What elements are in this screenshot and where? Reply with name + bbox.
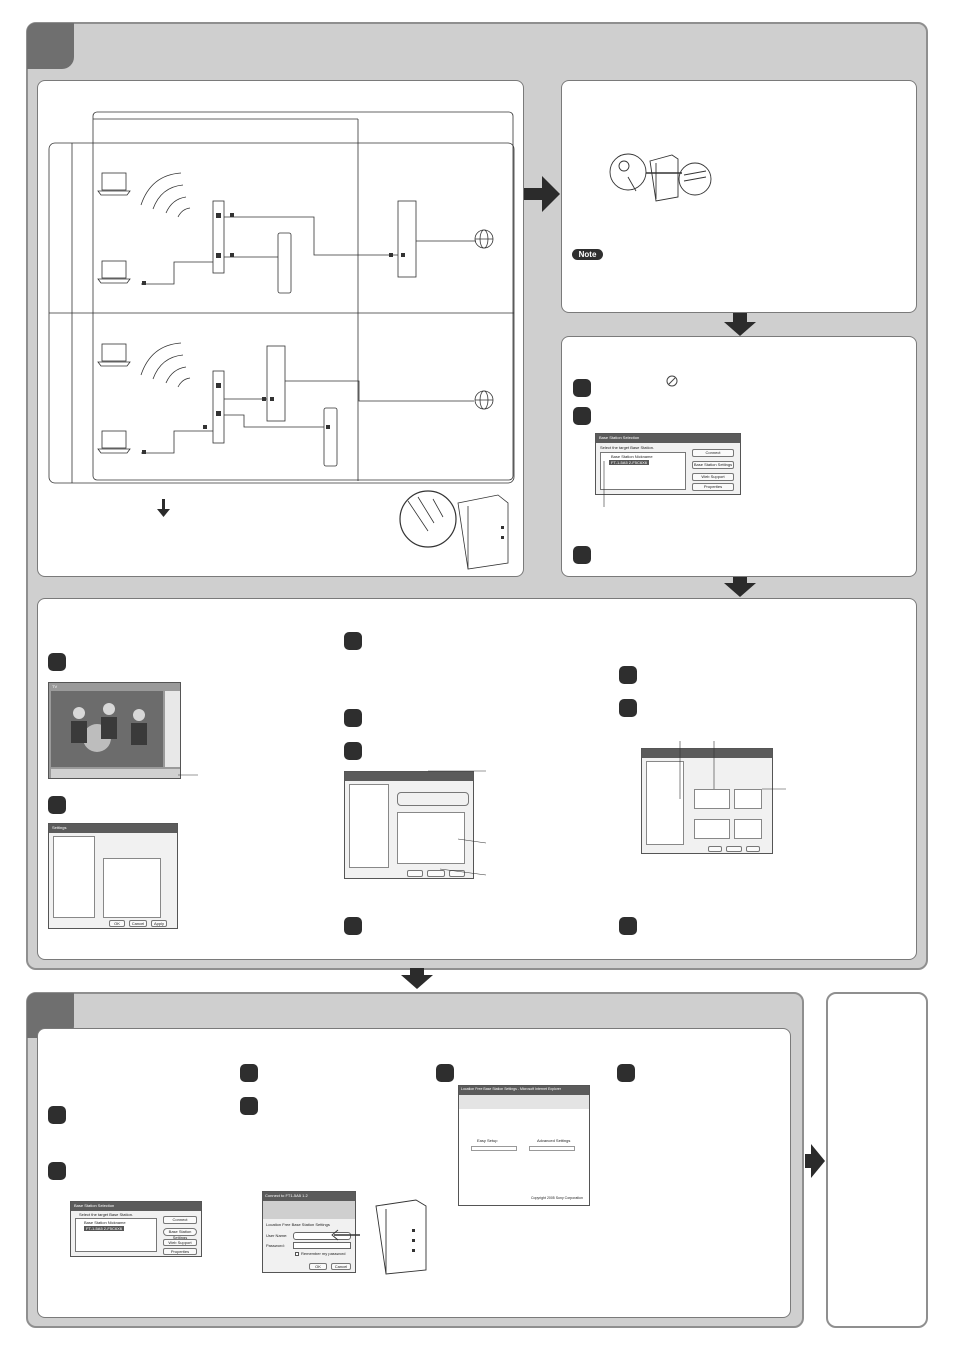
app-icon bbox=[666, 375, 678, 387]
station-list-header: Base Station Nickname bbox=[611, 454, 653, 459]
connection-panel: Note bbox=[561, 80, 917, 313]
ok-button[interactable]: OK bbox=[109, 920, 125, 927]
step-number-3 bbox=[573, 546, 591, 564]
web-support-button-2[interactable]: Web Support bbox=[163, 1239, 197, 1246]
base-station-illustration bbox=[331, 1199, 427, 1275]
apply-button[interactable]: Apply bbox=[151, 920, 167, 927]
dialog-2-title: Base Station Selection bbox=[74, 1203, 115, 1208]
settings-button-2[interactable]: Base Station Settings bbox=[163, 1228, 197, 1240]
step-number-5 bbox=[48, 796, 66, 814]
station-list-item[interactable]: FT-1-5A5 2-F5C6X6 bbox=[609, 460, 650, 465]
connect-dialog-subtitle: Location Free Base Station Settings bbox=[266, 1222, 330, 1227]
tv-player-title: TV bbox=[52, 684, 58, 689]
step-number-13 bbox=[48, 1106, 66, 1124]
step-number-8 bbox=[344, 742, 362, 760]
step-number-15 bbox=[240, 1064, 258, 1082]
browser-title: Location Free Base Station Settings - Mi… bbox=[461, 1087, 561, 1091]
step-number-12 bbox=[619, 917, 637, 935]
section-1-tab bbox=[27, 23, 74, 69]
password-input[interactable] bbox=[293, 1242, 351, 1249]
user-name-label: User Name: bbox=[266, 1233, 288, 1238]
properties-button[interactable]: Properties bbox=[692, 483, 734, 491]
dialog-title: Base Station Selection bbox=[599, 435, 640, 440]
settings-window-3 bbox=[641, 748, 773, 854]
step-number-2 bbox=[573, 407, 591, 425]
settings-window-title: Settings bbox=[52, 825, 67, 830]
settings-window-1: Settings OK Cancel Apply bbox=[48, 823, 178, 929]
step-number-6 bbox=[344, 632, 362, 650]
side-panel bbox=[826, 992, 928, 1328]
network-diagram bbox=[48, 111, 515, 570]
device-illustration bbox=[609, 153, 712, 202]
cancel-button[interactable]: Cancel bbox=[129, 920, 147, 927]
dialog-prompt: Select the target Base Station. bbox=[600, 445, 655, 450]
down-arrow-2 bbox=[721, 577, 759, 599]
step-number-4 bbox=[48, 653, 66, 671]
settings-panel: TV Settings OK Cancel Apply bbox=[37, 598, 917, 960]
connect-dialog: Connect to FT1-5A5 1.2 Location Free Bas… bbox=[262, 1191, 356, 1273]
step-number-1 bbox=[573, 379, 591, 397]
remember-checkbox[interactable] bbox=[295, 1252, 299, 1256]
settings-window-2 bbox=[344, 771, 474, 879]
note-badge: Note bbox=[572, 249, 603, 260]
user-name-input[interactable] bbox=[293, 1232, 351, 1240]
station-list-2-header: Base Station Nickname bbox=[84, 1220, 126, 1225]
station-list-2[interactable]: Base Station Nickname FT-1-5A5 2-F5C6X6 bbox=[75, 1218, 157, 1252]
browser-window: Location Free Base Station Settings - Mi… bbox=[458, 1085, 590, 1206]
station-list-2-item[interactable]: FT-1-5A5 2-F5C6X6 bbox=[84, 1226, 125, 1231]
base-station-dialog: Base Station Selection Select the target… bbox=[595, 433, 741, 495]
step-number-14 bbox=[48, 1162, 66, 1180]
connect-button[interactable]: Connect bbox=[692, 449, 734, 457]
right-arrow bbox=[524, 176, 560, 212]
base-station-settings-button[interactable]: Base Station Settings bbox=[692, 461, 734, 469]
connect-cancel-button[interactable]: Cancel bbox=[331, 1263, 351, 1270]
step-number-16 bbox=[240, 1097, 258, 1115]
base-station-dialog-2: Base Station Selection Select the target… bbox=[70, 1201, 202, 1257]
station-list[interactable]: Base Station Nickname FT-1-5A5 2-F5C6X6 bbox=[600, 452, 686, 490]
connect-button-2[interactable]: Connect bbox=[163, 1216, 197, 1224]
step-number-10 bbox=[619, 666, 637, 684]
step-number-9 bbox=[344, 917, 362, 935]
web-settings-panel: Base Station Selection Select the target… bbox=[37, 1028, 791, 1318]
properties-button-2[interactable]: Properties bbox=[163, 1248, 197, 1255]
advanced-settings-link[interactable]: Advanced Settings bbox=[537, 1138, 571, 1143]
step-number-18 bbox=[617, 1064, 635, 1082]
easy-setup-link[interactable]: Easy Setup bbox=[477, 1138, 498, 1143]
browser-footer: Copyright 2005 Sony Corporation bbox=[531, 1196, 583, 1200]
connect-ok-button[interactable]: OK bbox=[309, 1263, 327, 1270]
right-arrow-2 bbox=[805, 1144, 825, 1178]
password-label: Password: bbox=[266, 1243, 285, 1248]
connect-dialog-title: Connect to FT1-5A5 1.2 bbox=[265, 1193, 308, 1198]
web-support-button[interactable]: Web Support bbox=[692, 473, 734, 481]
network-diagram-panel bbox=[37, 80, 524, 577]
step-number-17 bbox=[436, 1064, 454, 1082]
step-number-7 bbox=[344, 709, 362, 727]
step-number-11 bbox=[619, 699, 637, 717]
dialog-2-prompt: Select the target Base Station. bbox=[79, 1212, 134, 1217]
select-base-station-panel: Base Station Selection Select the target… bbox=[561, 336, 917, 577]
down-arrow-1 bbox=[721, 313, 759, 336]
down-arrow-3 bbox=[398, 968, 436, 990]
tv-player-window: TV bbox=[48, 682, 181, 779]
remember-label: Remember my password bbox=[301, 1251, 346, 1256]
